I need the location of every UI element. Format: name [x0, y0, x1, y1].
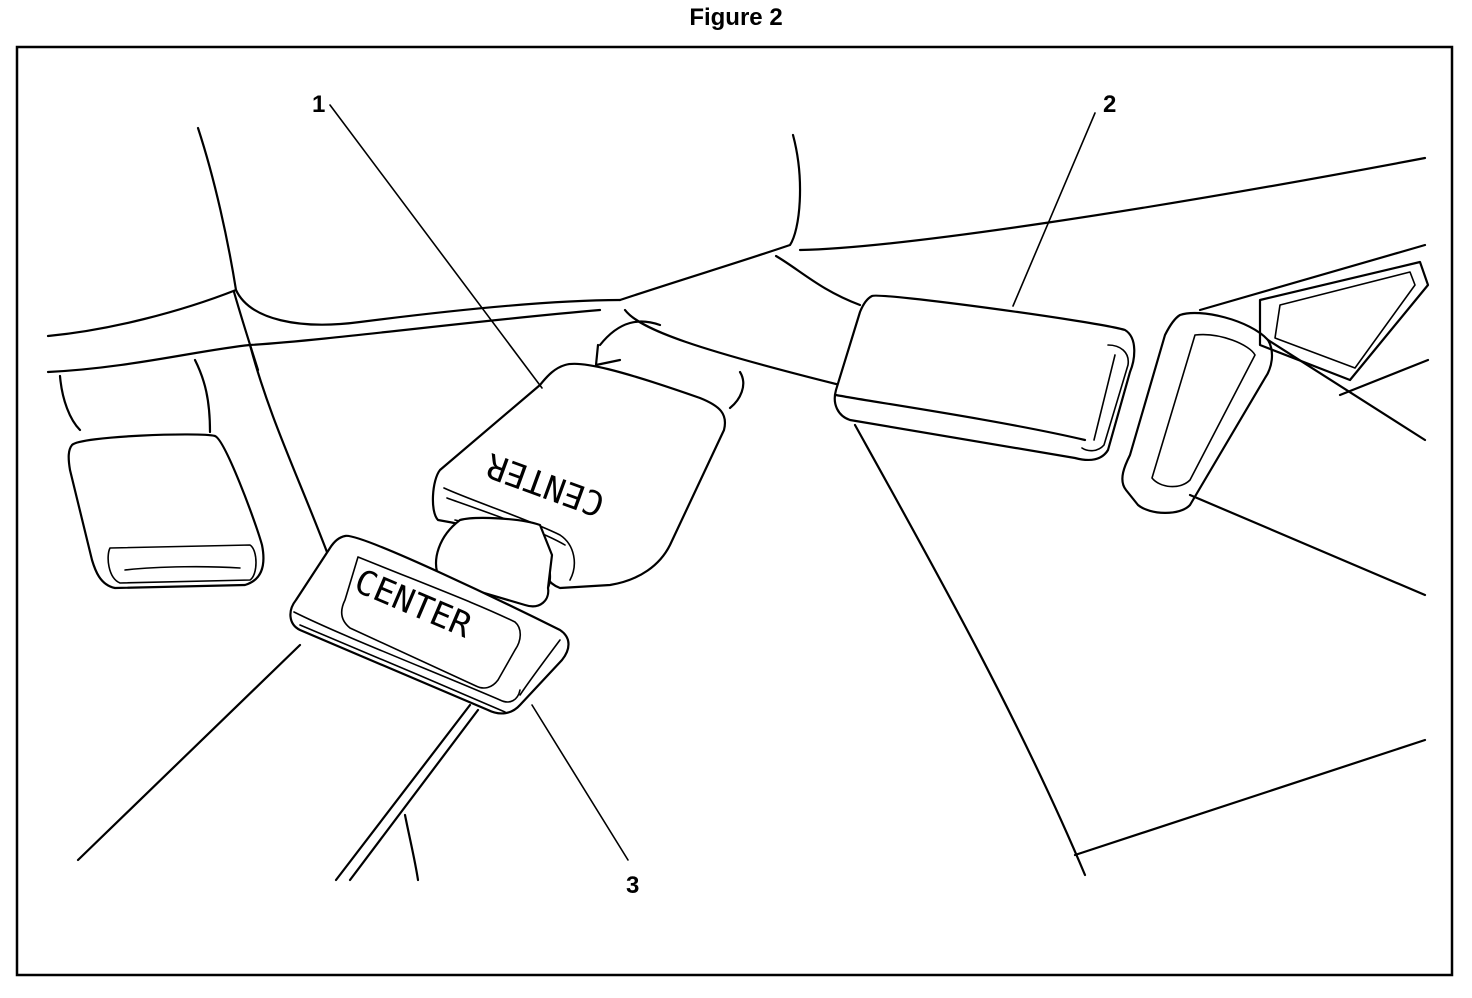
center-latch-plate: CENTER [289, 516, 570, 715]
center-belt-webbing [76, 643, 480, 882]
seat-outline [46, 126, 1427, 562]
callout-3: 3 [626, 872, 639, 899]
figure-border [15, 45, 1454, 977]
right-cushion [853, 423, 1427, 877]
left-outboard-buckle [67, 433, 265, 590]
leader-lines [329, 104, 1096, 861]
right-belt-latch [1121, 243, 1430, 597]
callout-2: 2 [1103, 91, 1116, 118]
callout-1: 1 [312, 91, 325, 118]
right-outboard-buckle [833, 294, 1136, 461]
figure-title: Figure 2 [689, 4, 783, 31]
